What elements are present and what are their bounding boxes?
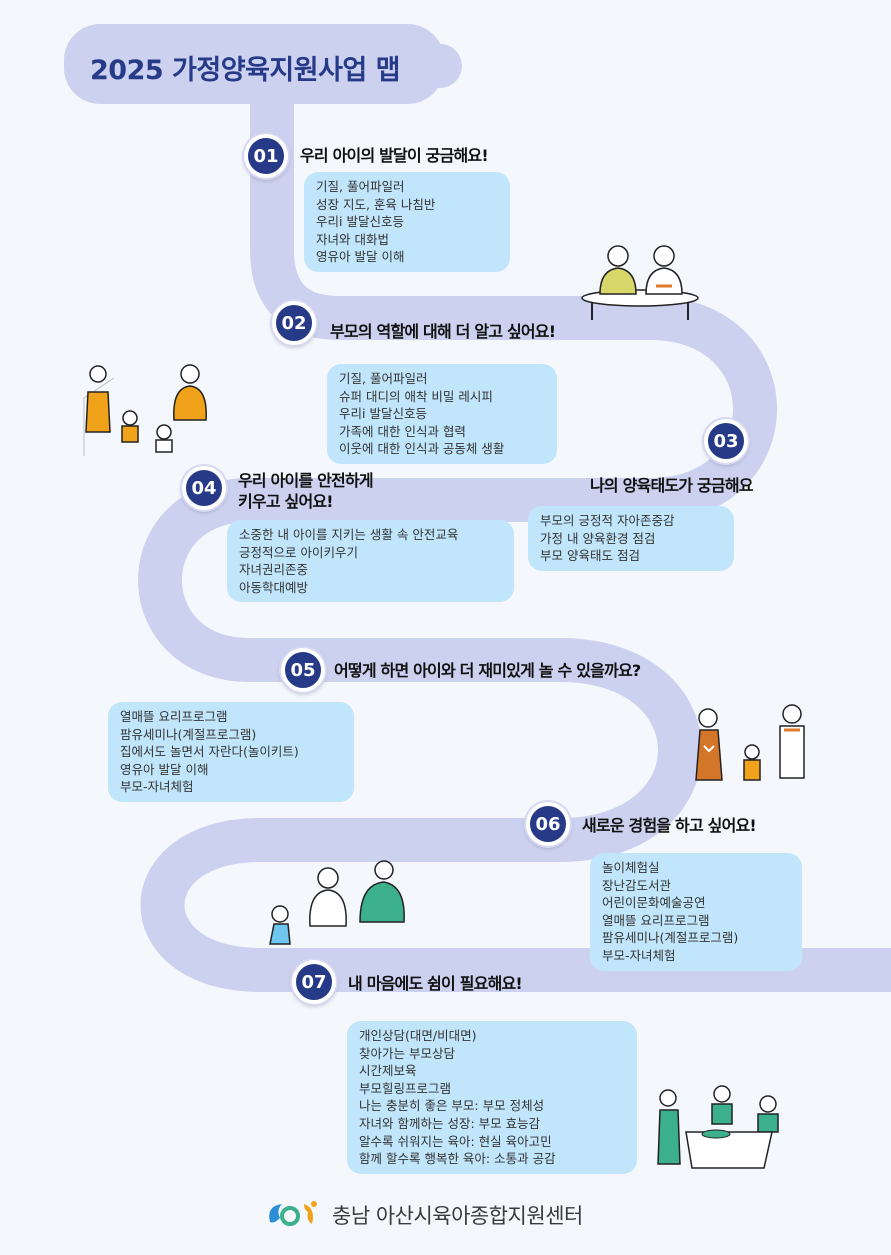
list-item: 찾아가는 부모상담 — [359, 1045, 455, 1061]
list-item: 영유아 발달 이해 — [316, 249, 405, 265]
center-logo-icon — [269, 1201, 317, 1226]
section-05-card: 열매뜰 요리프로그램 팜유세미나(계절프로그램) 집에서도 놀면서 자란다(놀이… — [108, 702, 354, 802]
list-item: 집에서도 놀면서 자란다(놀이키트) — [120, 744, 299, 760]
section-07-heading: 내 마음에도 쉼이 필요해요! — [348, 974, 523, 993]
section-03-heading: 나의 양육태도가 궁금해요 — [590, 476, 753, 495]
section-06-badge: 06 — [526, 802, 570, 846]
section-04-heading-line1: 우리 아이를 안전하게 — [238, 471, 374, 490]
list-item: 시간제보육 — [359, 1063, 417, 1079]
section-05-badge: 05 — [281, 648, 325, 692]
list-item: 열매뜰 요리프로그램 — [602, 912, 710, 928]
list-item: 열매뜰 요리프로그램 — [120, 709, 228, 724]
list-item: 가정 내 양육환경 점검 — [540, 530, 656, 546]
section-07-card: 개인상담(대면/비대면) 찾아가는 부모상담 시간제보육 부모힐링프로그램 나는… — [347, 1021, 637, 1174]
section-01-card: 기질, 풀어파일러 성장 지도, 훈육 나침반 우리i 발달신호등 자녀와 대화… — [304, 172, 510, 272]
list-item: 성장 지도, 훈육 나침반 — [316, 196, 436, 212]
list-item: 개인상담(대면/비대면) — [359, 1028, 477, 1043]
list-item: 이웃에 대한 인식과 공동체 생활 — [339, 441, 505, 457]
section-03-card: 부모의 긍정적 자아존중감 가정 내 양육환경 점검 부모 양육태도 점검 — [528, 506, 734, 571]
list-item: 팜유세미나(계절프로그램) — [120, 726, 257, 742]
list-item: 영유아 발달 이해 — [120, 761, 209, 777]
family-cheering-illustration — [83, 364, 207, 456]
list-item: 우리i 발달신호등 — [339, 406, 427, 422]
list-item: 알수록 쉬워지는 육아: 현실 육아고민 — [359, 1133, 552, 1149]
list-item: 장난감도서관 — [602, 877, 672, 893]
list-item: 부모-자녀체험 — [602, 947, 676, 963]
list-item: 부모-자녀체험 — [120, 779, 194, 795]
section-02-badge: 02 — [272, 301, 316, 345]
footer-org-name: 충남 아산시육아종합지원센터 — [332, 1204, 583, 1228]
section-04-card: 소중한 내 아이를 지키는 생활 속 안전교육 긍정적으로 아이키우기 자녀권리… — [227, 520, 514, 603]
section-02-card: 기질, 풀어파일러 슈퍼 대디의 애착 비밀 레시피 우리i 발달신호등 가족에… — [327, 364, 557, 464]
family-thumbs-up-illustration — [695, 704, 805, 781]
list-item: 기질, 풀어파일러 — [339, 371, 428, 386]
list-item: 가족에 대한 인식과 협력 — [339, 423, 466, 439]
list-item: 긍정적으로 아이키우기 — [239, 544, 358, 560]
section-02-heading: 부모의 역할에 대해 더 알고 싶어요! — [330, 322, 556, 341]
section-05-heading: 어떻게 하면 아이와 더 재미있게 놀 수 있을까요? — [334, 661, 641, 680]
list-item: 함께 할수록 행복한 육아: 소통과 공감 — [359, 1151, 556, 1167]
list-item: 기질, 풀어파일러 — [316, 179, 405, 194]
list-item: 자녀권리존중 — [239, 562, 309, 578]
list-item: 팜유세미나(계절프로그램) — [602, 930, 739, 946]
list-item: 나는 충분히 좋은 부모: 부모 정체성 — [359, 1098, 545, 1114]
list-item: 우리i 발달신호등 — [316, 214, 404, 230]
list-item: 부모힐링프로그램 — [359, 1080, 452, 1096]
list-item: 소중한 내 아이를 지키는 생활 속 안전교육 — [239, 527, 459, 542]
section-03-badge: 03 — [704, 419, 748, 463]
page-title: 2025 가정양육지원사업 맵 — [90, 55, 401, 86]
list-item: 아동학대예방 — [239, 579, 309, 595]
parent-play-illustration — [269, 860, 405, 945]
footer: 충남 아산시육아종합지원센터 — [264, 1198, 583, 1232]
list-item: 부모의 긍정적 자아존중감 — [540, 513, 675, 528]
family-dinner-illustration — [657, 1085, 779, 1169]
two-adults-at-table-illustration — [581, 245, 699, 320]
section-04-badge: 04 — [182, 466, 226, 510]
section-06-heading: 새로운 경험을 하고 싶어요! — [582, 816, 757, 835]
section-07-badge: 07 — [292, 960, 336, 1004]
section-01-heading: 우리 아이의 발달이 궁금해요! — [300, 146, 489, 165]
list-item: 부모 양육태도 점검 — [540, 548, 640, 564]
section-04-heading: 우리 아이를 안전하게 키우고 싶어요! — [238, 470, 374, 512]
section-06-card: 놀이체험실 장난감도서관 어린이문화예술공연 열매뜰 요리프로그램 팜유세미나(… — [590, 853, 802, 971]
section-04-heading-line2: 키우고 싶어요! — [238, 492, 334, 511]
section-01-badge: 01 — [244, 134, 288, 178]
list-item: 어린이문화예술공연 — [602, 895, 706, 911]
list-item: 자녀와 대화법 — [316, 231, 389, 247]
list-item: 놀이체험실 — [602, 860, 660, 875]
list-item: 슈퍼 대디의 애착 비밀 레시피 — [339, 388, 493, 404]
list-item: 자녀와 함께하는 성장: 부모 효능감 — [359, 1115, 541, 1131]
